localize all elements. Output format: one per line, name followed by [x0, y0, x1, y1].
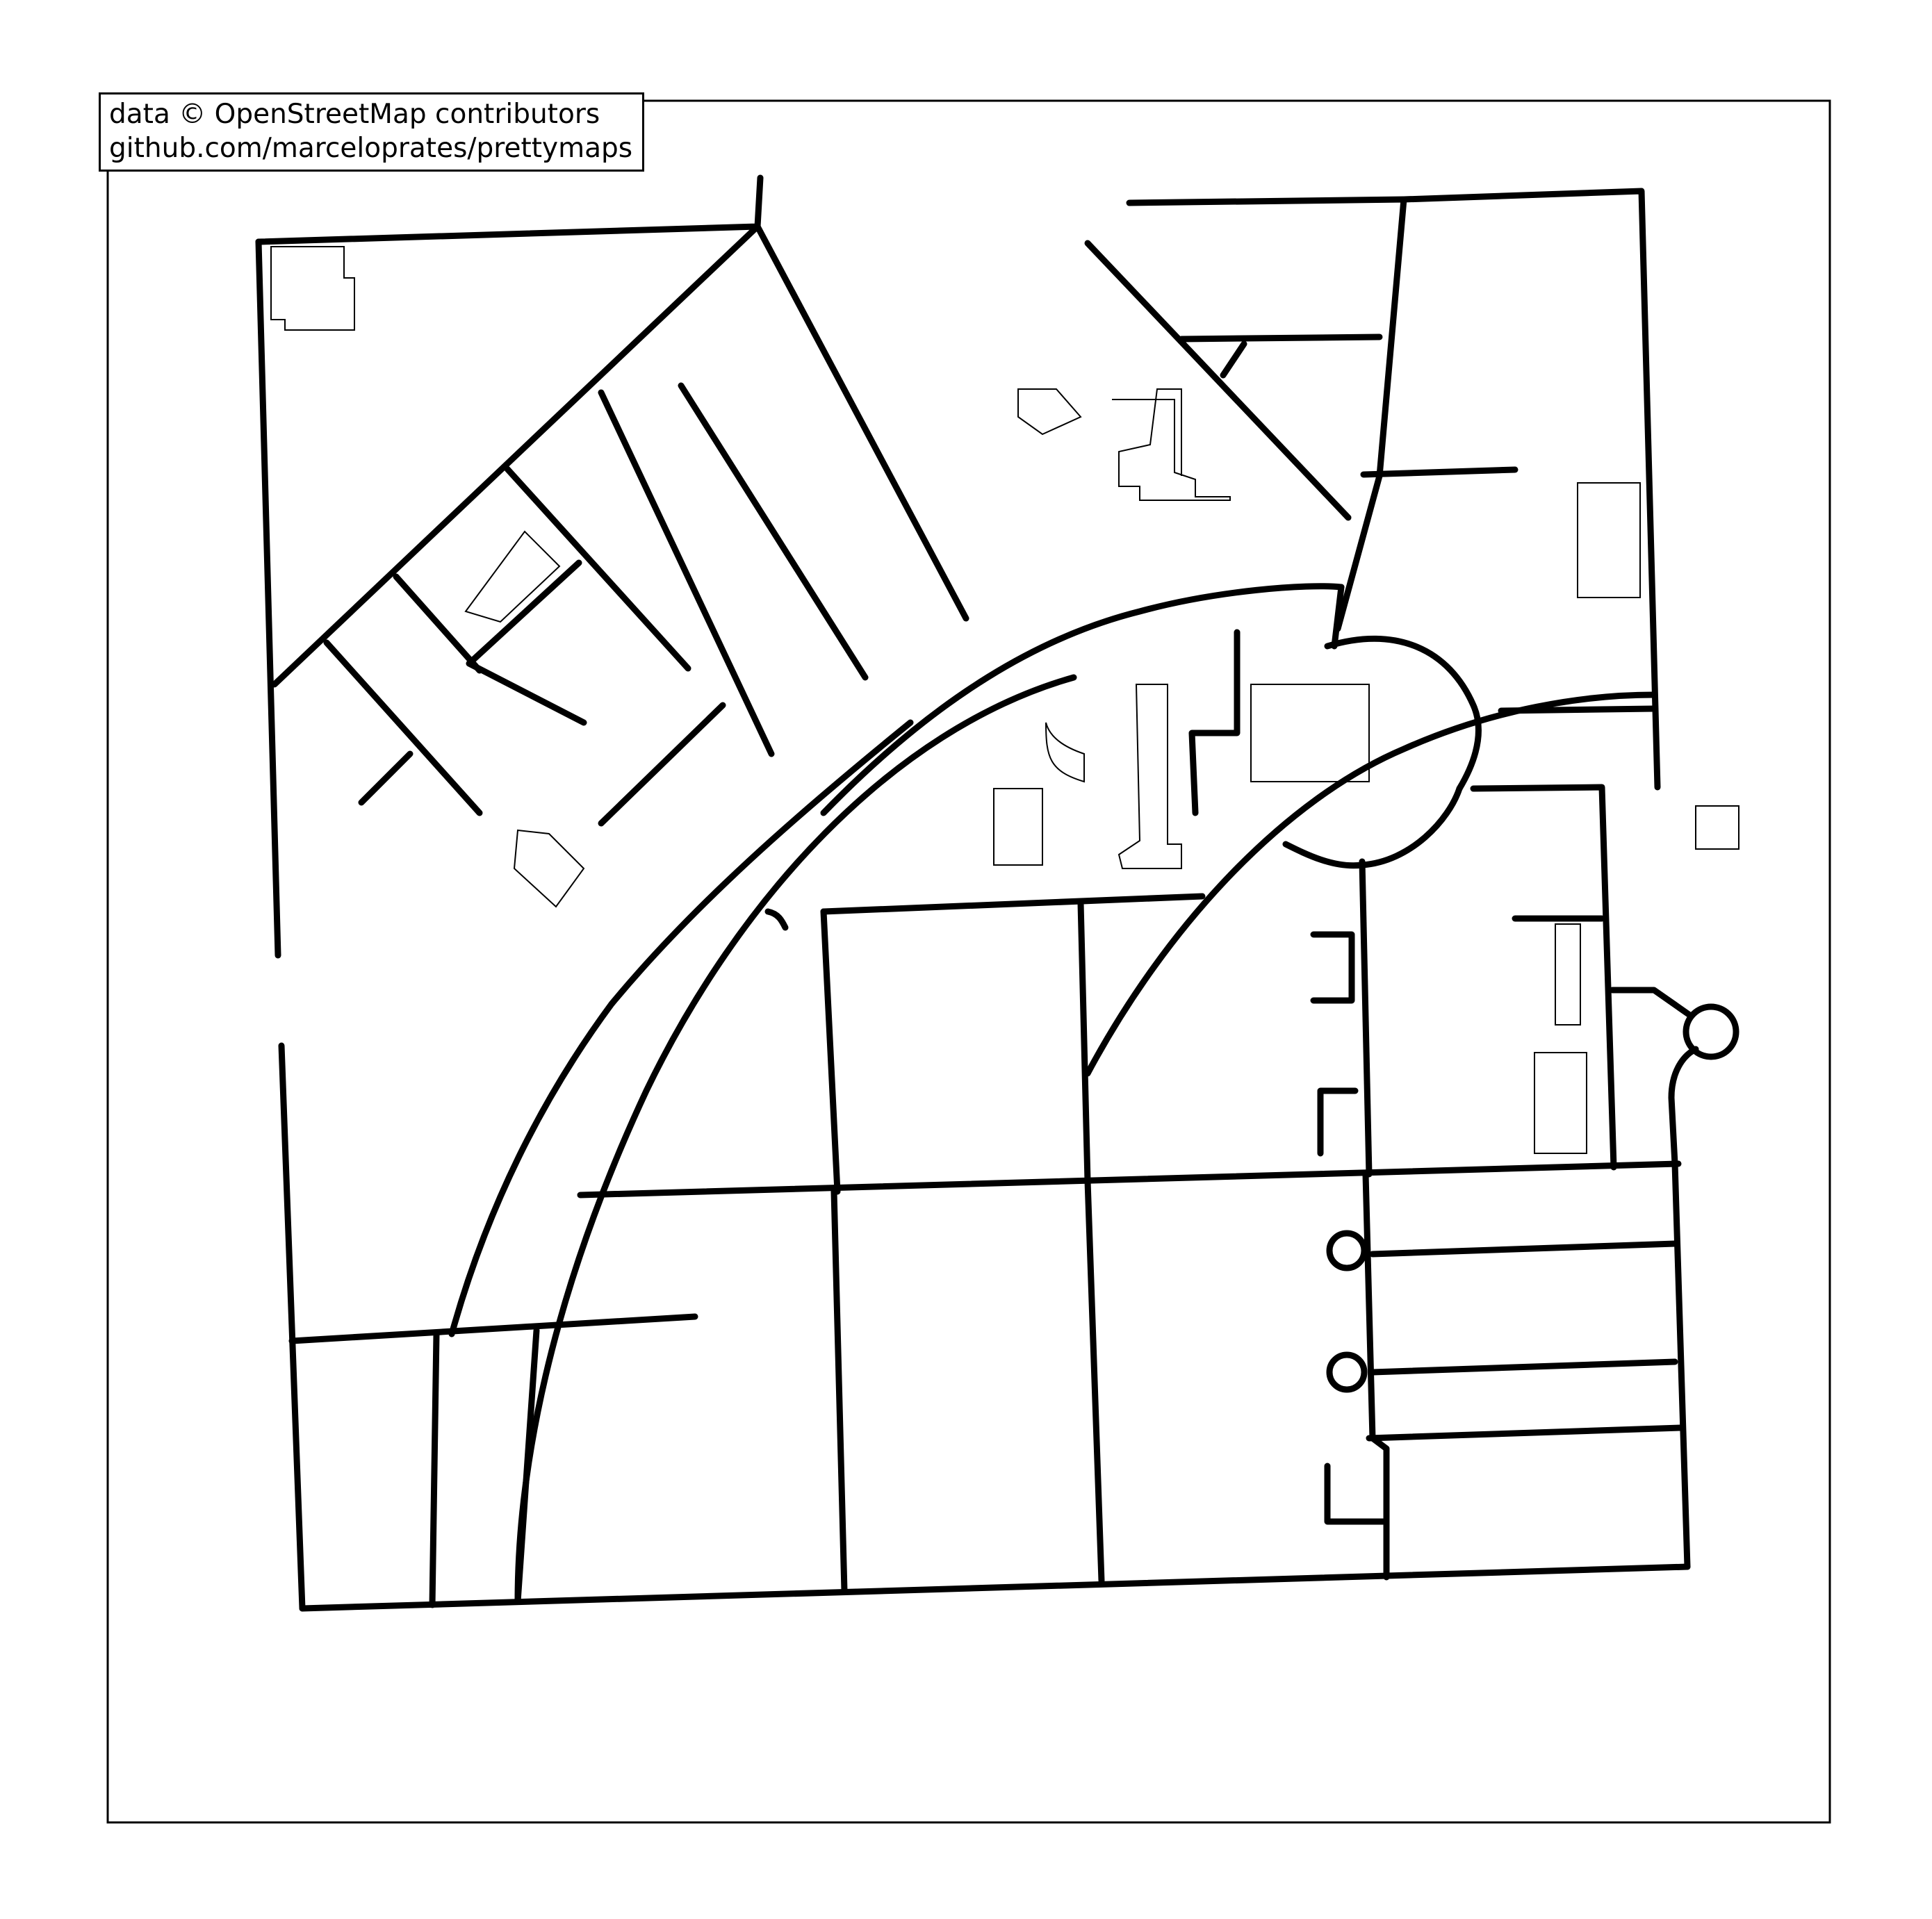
road-diagonal-6 [323, 639, 483, 816]
road-arc-connector [1331, 584, 1345, 650]
road-block-2-west [1077, 900, 1091, 1185]
road-triangle [466, 559, 587, 726]
road-diagonal-5 [393, 573, 483, 674]
map-frame [106, 99, 1831, 1824]
road-west-upper [255, 238, 281, 959]
road-turnaround-2 [1326, 1351, 1368, 1393]
road-roundabout-south [1282, 785, 1463, 869]
road-east-connector [1609, 987, 1692, 1018]
road-mall-access [1188, 629, 1241, 816]
road-curve-stub [764, 908, 789, 931]
building-l-shaped [1118, 684, 1182, 869]
road-loop-2 [1317, 1087, 1359, 1157]
building-school-north [1577, 482, 1641, 598]
road-east-cul-de-sac-1 [1369, 1240, 1678, 1258]
road-south-block-1 [429, 1331, 440, 1608]
road-center-horizontal [577, 1160, 1682, 1199]
road-diagonal-2 [678, 382, 869, 681]
road-north-block-2 [1178, 333, 1383, 343]
road-diagonal-3 [598, 389, 775, 757]
building-isolated-east [1695, 805, 1739, 850]
road-south-west-horizontal [288, 1313, 698, 1344]
road-south [299, 1563, 1691, 1612]
data-credit: data © OpenStreetMap contributors [109, 99, 600, 130]
road-diagonal-4 [504, 466, 691, 672]
road-south-block-2 [514, 1327, 540, 1605]
road-stub-west [358, 750, 414, 806]
road-center-street [820, 893, 1206, 915]
building-strip-east [1555, 923, 1581, 1026]
building-footprints [270, 246, 1739, 1154]
building-north-center [1017, 388, 1082, 436]
building-church [464, 530, 561, 623]
building-community [993, 788, 1043, 866]
road-arc-west [448, 719, 914, 1337]
building-supermarket [1250, 684, 1370, 782]
road-east-upper [1400, 188, 1661, 791]
road-block-6-west [1362, 1171, 1390, 1581]
attribution-box: data © OpenStreetMap contributors github… [99, 92, 645, 172]
road-east-south [1366, 1424, 1684, 1442]
building-round-west [1045, 722, 1085, 783]
road-stub-2 [598, 702, 726, 827]
road-east-block [1498, 705, 1657, 714]
street-network [255, 174, 1739, 1612]
road-block-1-west [820, 908, 841, 1195]
road-arc-main-outer [1084, 691, 1657, 1077]
building-large-nw [270, 246, 355, 331]
road-roundabout-north [1324, 635, 1482, 792]
road-turnaround-1 [1326, 1230, 1368, 1271]
road-north-east-block [1126, 196, 1407, 632]
building-school-south [1534, 1052, 1587, 1154]
road-east-cul-de-sac-2 [1369, 1358, 1678, 1376]
road-block-4-west [830, 1188, 848, 1595]
building-school-west [513, 829, 585, 908]
road-diagonal-north [754, 223, 969, 622]
road-west-lower [278, 1042, 306, 1612]
road-loop-3 [1324, 1463, 1386, 1525]
road-east-lower [1671, 1160, 1691, 1570]
road-arc-north [820, 583, 1345, 816]
tool-credit: github.com/marceloprates/prettymaps [109, 133, 633, 164]
road-east-roundabout [1683, 1003, 1739, 1060]
building-shopping-center [1112, 388, 1231, 501]
road-block-5-west [1084, 1178, 1105, 1584]
road-stub-ne-2 [1220, 340, 1247, 379]
road-block-3-west [1359, 858, 1373, 1178]
road-east-mid [1470, 784, 1617, 1171]
road-diagonal-ne [1084, 240, 1352, 521]
road-diagonal-nw [271, 223, 761, 688]
road-stub-ne [1360, 466, 1518, 478]
road-north-west [255, 174, 764, 245]
road-roundabout-link [1668, 1046, 1699, 1167]
road-loop-1 [1310, 931, 1355, 1004]
